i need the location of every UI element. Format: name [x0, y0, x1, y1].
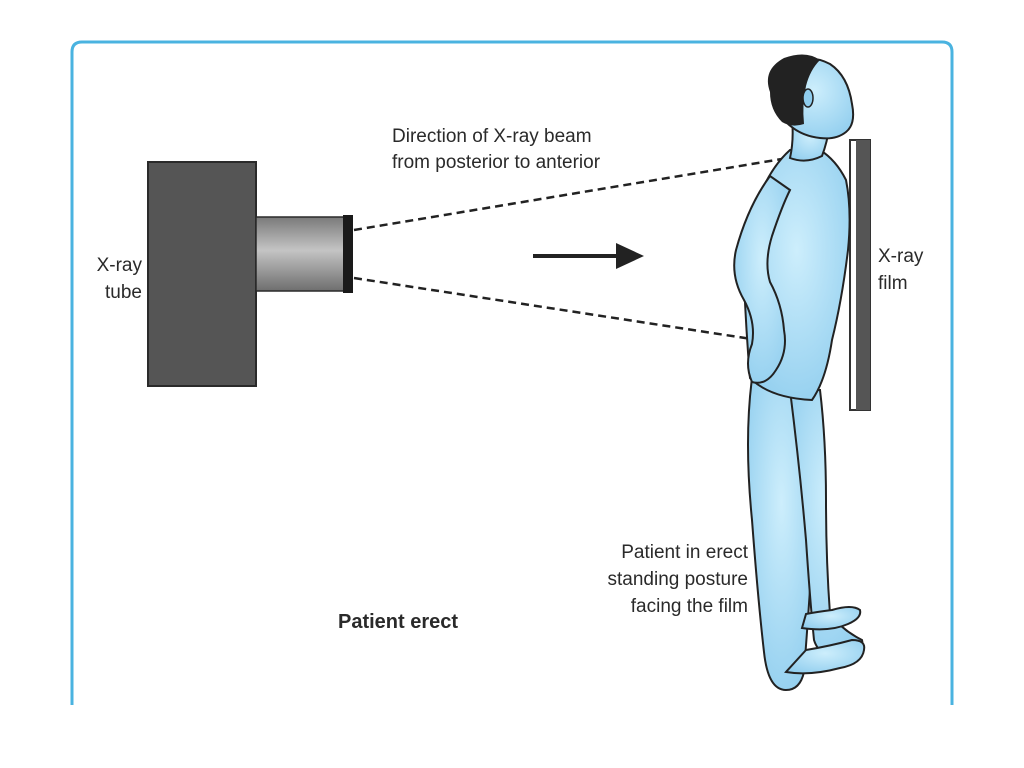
frame-border [70, 40, 954, 705]
xray-tube-housing [147, 161, 257, 387]
xray-collimator [255, 216, 345, 292]
patient-hair [767, 54, 820, 126]
tube-label-line2: tube [105, 282, 142, 303]
patient-label-line3: facing the film [631, 596, 748, 617]
collimator-window [343, 215, 353, 293]
patient-label-line1: Patient in erect [621, 542, 748, 563]
beam-line-lower [353, 276, 759, 342]
xray-film-plate [856, 140, 870, 410]
beam-label-line1: Direction of X-ray beam [392, 126, 592, 147]
beam-direction-arrow-icon [533, 243, 644, 269]
film-label-line2: film [878, 273, 908, 294]
patient-figure [733, 54, 866, 692]
film-label-line1: X-ray [878, 246, 924, 267]
caption-patient-erect: Patient erect [338, 611, 458, 633]
patient-label-line2: standing posture [608, 569, 749, 590]
tube-label-line1: X-ray [97, 255, 143, 276]
beam-label-line2: from posterior to anterior [392, 152, 601, 173]
beam-line-upper [353, 156, 789, 232]
